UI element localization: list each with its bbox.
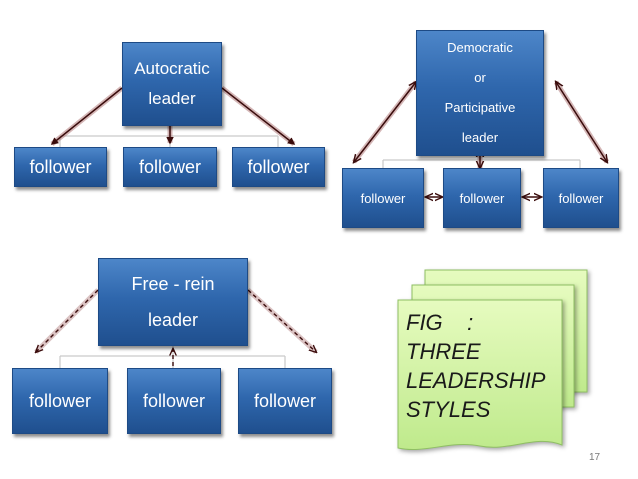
freerein-follower-box-2: follower bbox=[127, 368, 221, 434]
slide-page-number: 17 bbox=[589, 452, 601, 463]
freerein-leader-line2: leader bbox=[147, 310, 199, 330]
autocratic-follower-label: follower bbox=[247, 156, 310, 177]
note-line3: LEADERSHIP bbox=[406, 368, 546, 393]
freerein-follower-label: follower bbox=[28, 390, 92, 411]
democratic-follower-label: follower bbox=[558, 190, 604, 206]
democratic-follower-box-2: follower bbox=[443, 168, 521, 228]
note-line4: STYLES bbox=[406, 397, 491, 422]
democratic-follower-box-1: follower bbox=[342, 168, 424, 228]
democratic-leader-line2: or bbox=[474, 70, 486, 85]
autocratic-leader-line2: leader bbox=[148, 89, 196, 108]
freerein-leader-box: Free - rein leader bbox=[98, 258, 248, 346]
democratic-leader-line1: Democratic bbox=[447, 40, 513, 55]
autocratic-follower-label: follower bbox=[29, 156, 92, 177]
figure-caption-note: FIG : THREE LEADERSHIP STYLES bbox=[398, 302, 564, 452]
democratic-leader-line3: Participative bbox=[444, 100, 516, 115]
freerein-follower-label: follower bbox=[142, 390, 206, 411]
freerein-follower-box-1: follower bbox=[12, 368, 108, 434]
autocratic-arrows bbox=[50, 86, 296, 146]
note-line1: FIG : bbox=[406, 310, 474, 335]
democratic-follower-label: follower bbox=[360, 190, 406, 206]
democratic-leader-box: Democratic or Participative leader bbox=[416, 30, 544, 156]
freerein-follower-label: follower bbox=[253, 390, 317, 411]
democratic-follower-label: follower bbox=[459, 190, 505, 206]
freerein-follower-box-3: follower bbox=[238, 368, 332, 434]
autocratic-follower-box-2: follower bbox=[123, 147, 217, 187]
autocratic-follower-label: follower bbox=[138, 156, 202, 177]
freerein-arrows bbox=[34, 288, 316, 366]
democratic-leader-line4: leader bbox=[461, 130, 499, 145]
democratic-follower-box-3: follower bbox=[543, 168, 619, 228]
autocratic-follower-box-1: follower bbox=[14, 147, 107, 187]
note-stack bbox=[397, 269, 588, 451]
autocratic-leader-line1: Autocratic bbox=[134, 59, 210, 78]
autocratic-leader-box: Autocratic leader bbox=[122, 42, 222, 126]
autocratic-follower-box-3: follower bbox=[232, 147, 325, 187]
freerein-leader-line1: Free - rein bbox=[131, 274, 215, 294]
note-line2: THREE bbox=[406, 339, 481, 364]
